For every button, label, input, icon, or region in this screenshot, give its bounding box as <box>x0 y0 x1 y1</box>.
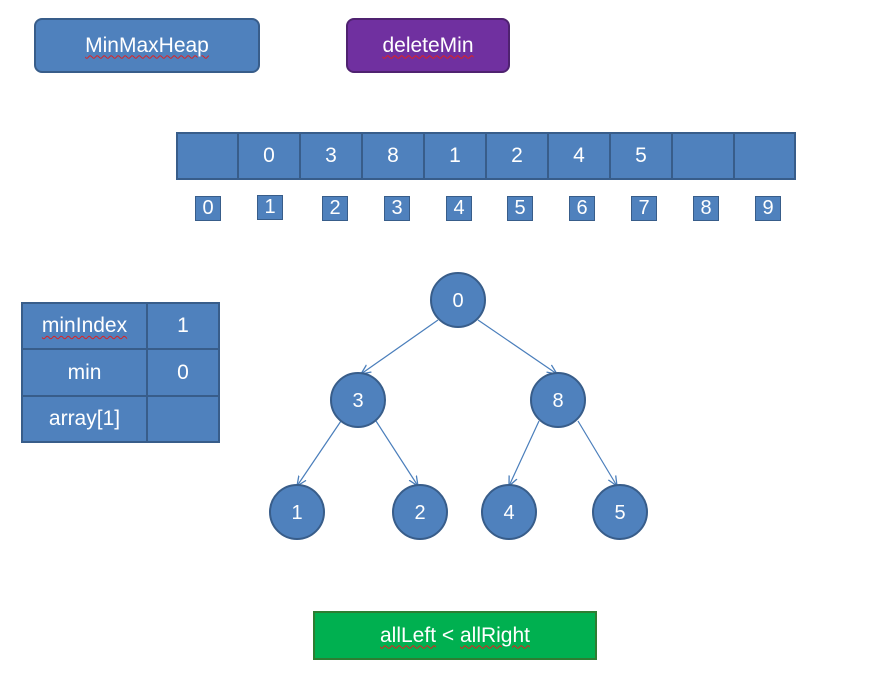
array-cell-value: 8 <box>387 144 399 167</box>
array-cell <box>671 132 735 180</box>
array-index-label: 9 <box>762 197 774 219</box>
tree-node-label: 1 <box>291 502 302 524</box>
array-index: 9 <box>755 196 781 221</box>
array-cell-value: 2 <box>511 144 523 167</box>
array-cell: 4 <box>547 132 611 180</box>
array-cell: 1 <box>423 132 487 180</box>
tree-edge <box>361 319 439 374</box>
array-index-label: 2 <box>329 197 341 219</box>
tree-node <box>392 484 448 540</box>
variable-value-cell: 1 <box>146 302 220 350</box>
title-label: MinMaxHeap <box>85 33 209 57</box>
array-cell-value: 1 <box>449 144 461 167</box>
array-index-label: 3 <box>391 197 403 219</box>
tree-edge <box>577 420 617 486</box>
array-index: 6 <box>569 196 595 221</box>
delete-min-button[interactable]: deleteMin <box>346 18 510 73</box>
array-cell-value: 5 <box>635 144 647 167</box>
tree-node <box>481 484 537 540</box>
tree-edge <box>477 319 557 374</box>
array-index-label: 6 <box>576 197 588 219</box>
array-index: 5 <box>507 196 533 221</box>
invariant-note: allLeft < allRight <box>313 611 597 660</box>
array-index: 7 <box>631 196 657 221</box>
variable-name: min <box>67 360 102 384</box>
note-left: allLeft <box>379 623 437 647</box>
array-index-label: 8 <box>700 197 712 219</box>
variable-value-cell: 0 <box>146 348 220 397</box>
array-cell: 0 <box>237 132 301 180</box>
note-operator: < <box>436 623 460 647</box>
array-cell-value: 4 <box>573 144 585 167</box>
variable-value: 0 <box>177 360 189 384</box>
note-right: allRight <box>459 623 531 647</box>
array-cell <box>176 132 239 180</box>
tree-edge <box>297 420 342 486</box>
tree-node-label: 5 <box>614 502 625 524</box>
array-index: 3 <box>384 196 410 221</box>
array-cell <box>733 132 796 180</box>
array-cell-value: 3 <box>325 144 337 167</box>
tree-node <box>530 372 586 428</box>
tree-node-label: 0 <box>452 290 463 312</box>
array-cell: 8 <box>361 132 425 180</box>
variable-value: 1 <box>177 314 189 337</box>
array-index: 1 <box>257 195 283 220</box>
tree-node-label: 8 <box>552 390 563 412</box>
tree-node <box>330 372 386 428</box>
tree-node <box>430 272 486 328</box>
minmaxheap-title-button[interactable]: MinMaxHeap <box>34 18 260 73</box>
tree-node-label: 2 <box>414 502 425 524</box>
array-index-label: 7 <box>638 197 650 219</box>
array-index: 0 <box>195 196 221 221</box>
array-index-label: 4 <box>453 197 465 219</box>
tree-node <box>269 484 325 540</box>
array-index-label: 0 <box>202 197 214 219</box>
variable-name: array[1] <box>48 407 121 430</box>
array-index: 4 <box>446 196 472 221</box>
variable-value-cell <box>146 395 220 443</box>
tree-node <box>592 484 648 540</box>
array-cell: 2 <box>485 132 549 180</box>
array-index: 8 <box>693 196 719 221</box>
delete-min-label: deleteMin <box>382 33 474 57</box>
array-cell: 5 <box>609 132 673 180</box>
array-index-label: 5 <box>514 197 526 219</box>
tree-node-label: 3 <box>352 390 363 412</box>
tree-edge <box>375 420 418 486</box>
tree-node-label: 4 <box>503 502 514 524</box>
array-cell-value: 0 <box>263 144 275 167</box>
array-index-label: 1 <box>264 196 276 218</box>
variable-name: minIndex <box>41 314 128 337</box>
array-index: 2 <box>322 196 348 221</box>
tree-edge <box>509 420 540 486</box>
